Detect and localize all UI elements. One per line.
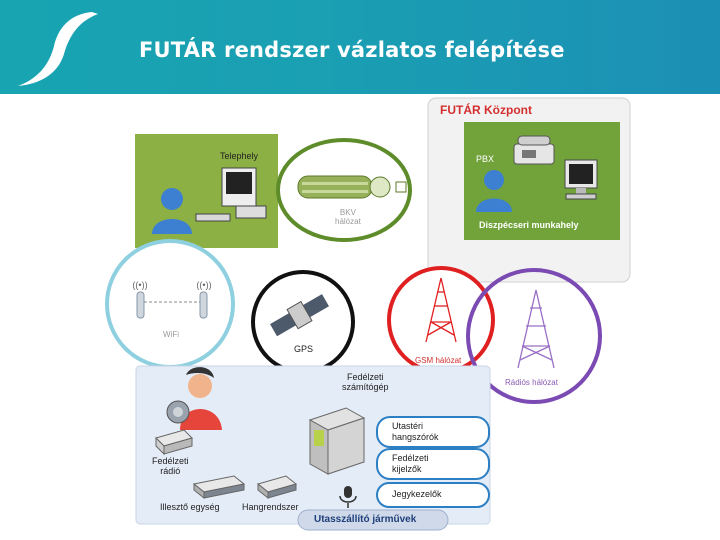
vehicle-title: Utasszállító járművek <box>314 514 417 525</box>
radio-label: Rádiós hálózat <box>505 378 558 387</box>
sound-system-label: Hangrendszer <box>242 502 299 512</box>
slide-title: FUTÁR rendszer vázlatos felépítése <box>139 38 565 62</box>
speakers-label: Utastéri hangszórók <box>392 421 439 442</box>
depot-computer-icon <box>195 167 267 222</box>
depot-title: Telephely <box>220 151 259 161</box>
svg-text:((•)): ((•)) <box>132 280 147 290</box>
speakers-box: Utastéri hangszórók <box>376 416 490 448</box>
microphone-icon <box>339 486 357 508</box>
logo-icon <box>18 12 98 86</box>
onboard-radio-icon <box>155 429 193 456</box>
vehicle-title-bar <box>297 509 449 531</box>
gsm-label: GSM hálózat <box>415 356 462 365</box>
radio-tower-icon <box>517 289 555 369</box>
satellite-icon <box>270 294 329 337</box>
gps-label: GPS <box>294 344 314 354</box>
phone-icon <box>513 135 555 165</box>
depot-person-icon <box>152 188 192 234</box>
wifi-label: WiFi <box>163 330 179 339</box>
ticket-validators-box: Jegykezelők <box>376 482 490 508</box>
dispatcher-person-icon <box>476 170 512 212</box>
bkv-label: BKV hálózat <box>335 208 361 226</box>
central-title: FUTÁR Központ <box>440 103 532 117</box>
dispatcher-label: Diszpécseri munkahely <box>479 220 579 230</box>
gsm-tower-icon <box>425 277 457 343</box>
slide-header <box>0 0 720 94</box>
radio-network-circle <box>466 268 602 404</box>
adapter-label: Illesztő egység <box>160 502 220 512</box>
wifi-network-circle <box>105 239 235 369</box>
wifi-antenna-icon: ((•)) ((•)) <box>132 280 212 319</box>
displays-box: Fedélzeti kijelzők <box>376 448 490 480</box>
driver-icon <box>166 367 222 430</box>
onboard-radio-label: Fedélzeti rádió <box>152 456 189 476</box>
dispatch-computer-icon <box>564 159 598 200</box>
displays-label: Fedélzeti kijelzők <box>392 453 429 474</box>
svg-text:((•)): ((•)) <box>196 280 211 290</box>
onboard-computer-label: Fedélzeti számítógép <box>342 372 389 392</box>
cable-icon <box>297 175 407 199</box>
sound-switch-icon <box>256 475 298 500</box>
ticket-validators-label: Jegykezelők <box>392 489 442 499</box>
pbx-label: PBX <box>476 154 495 164</box>
onboard-computer-icon <box>308 407 366 475</box>
adapter-switch-icon <box>192 475 246 500</box>
